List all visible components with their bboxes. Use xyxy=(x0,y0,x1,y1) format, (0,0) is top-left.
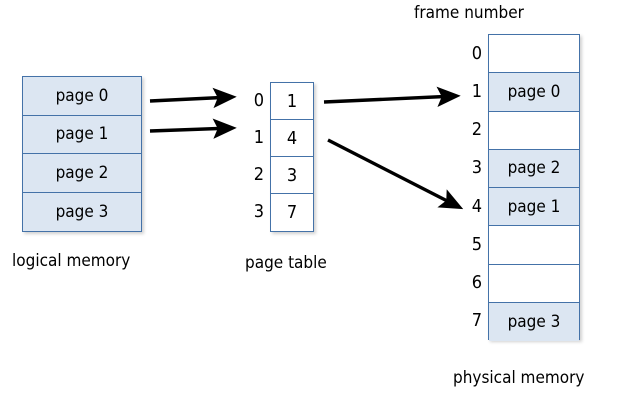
logical-memory-row: page 2 xyxy=(23,154,141,193)
frame-number-label: 7 xyxy=(471,310,482,332)
physical-memory-row: page 2 xyxy=(489,149,579,188)
page-table-index-label: 2 xyxy=(253,164,264,185)
caption-page-table: page table xyxy=(245,253,327,273)
page-table-row: 1 xyxy=(271,83,313,120)
physical-memory-block: page 0 page 2 page 1 page 3 xyxy=(488,34,580,341)
page-table-index-label: 1 xyxy=(253,127,264,148)
physical-memory-row xyxy=(489,35,579,74)
logical-memory-block: page 0 page 1 page 2 page 3 xyxy=(22,76,142,232)
frame-number-label: 0 xyxy=(471,42,482,64)
frame-number-index-column: 0 1 2 3 4 5 6 7 xyxy=(458,34,482,340)
page-table-row: 7 xyxy=(271,194,313,231)
physical-memory-row: page 3 xyxy=(489,302,579,341)
caption-logical-memory: logical memory xyxy=(12,251,131,271)
frame-number-label: 5 xyxy=(471,233,482,255)
physical-memory-row: page 1 xyxy=(489,188,579,227)
arrow-page0-to-pagetable-index0 xyxy=(149,87,237,109)
caption-physical-memory: physical memory xyxy=(453,368,585,388)
page-table-row: 4 xyxy=(271,120,313,157)
logical-memory-row: page 1 xyxy=(23,115,141,154)
logical-memory-row: page 0 xyxy=(23,77,141,116)
page-table-block: 1 4 3 7 xyxy=(270,82,314,232)
physical-memory-row xyxy=(489,226,579,265)
page-table-row: 3 xyxy=(271,157,313,194)
physical-memory-row xyxy=(489,264,579,303)
physical-memory-row: page 0 xyxy=(489,73,579,112)
frame-number-label: 2 xyxy=(471,119,482,141)
frame-number-label: 3 xyxy=(471,157,482,179)
caption-frame-number: frame number xyxy=(414,3,524,23)
arrow-page1-to-pagetable-index1 xyxy=(149,118,237,139)
frame-number-label: 1 xyxy=(471,80,482,102)
arrow-pagetable-entry4-to-frame4 xyxy=(327,138,464,210)
frame-number-label: 6 xyxy=(471,272,482,294)
page-table-index-column: 0 1 2 3 xyxy=(238,82,264,232)
frame-number-label: 4 xyxy=(471,195,482,217)
logical-memory-row: page 3 xyxy=(23,192,141,231)
physical-memory-row xyxy=(489,111,579,150)
page-table-index-label: 0 xyxy=(253,90,264,111)
page-table-index-label: 3 xyxy=(253,201,264,222)
arrow-pagetable-entry1-to-frame1 xyxy=(323,86,461,108)
